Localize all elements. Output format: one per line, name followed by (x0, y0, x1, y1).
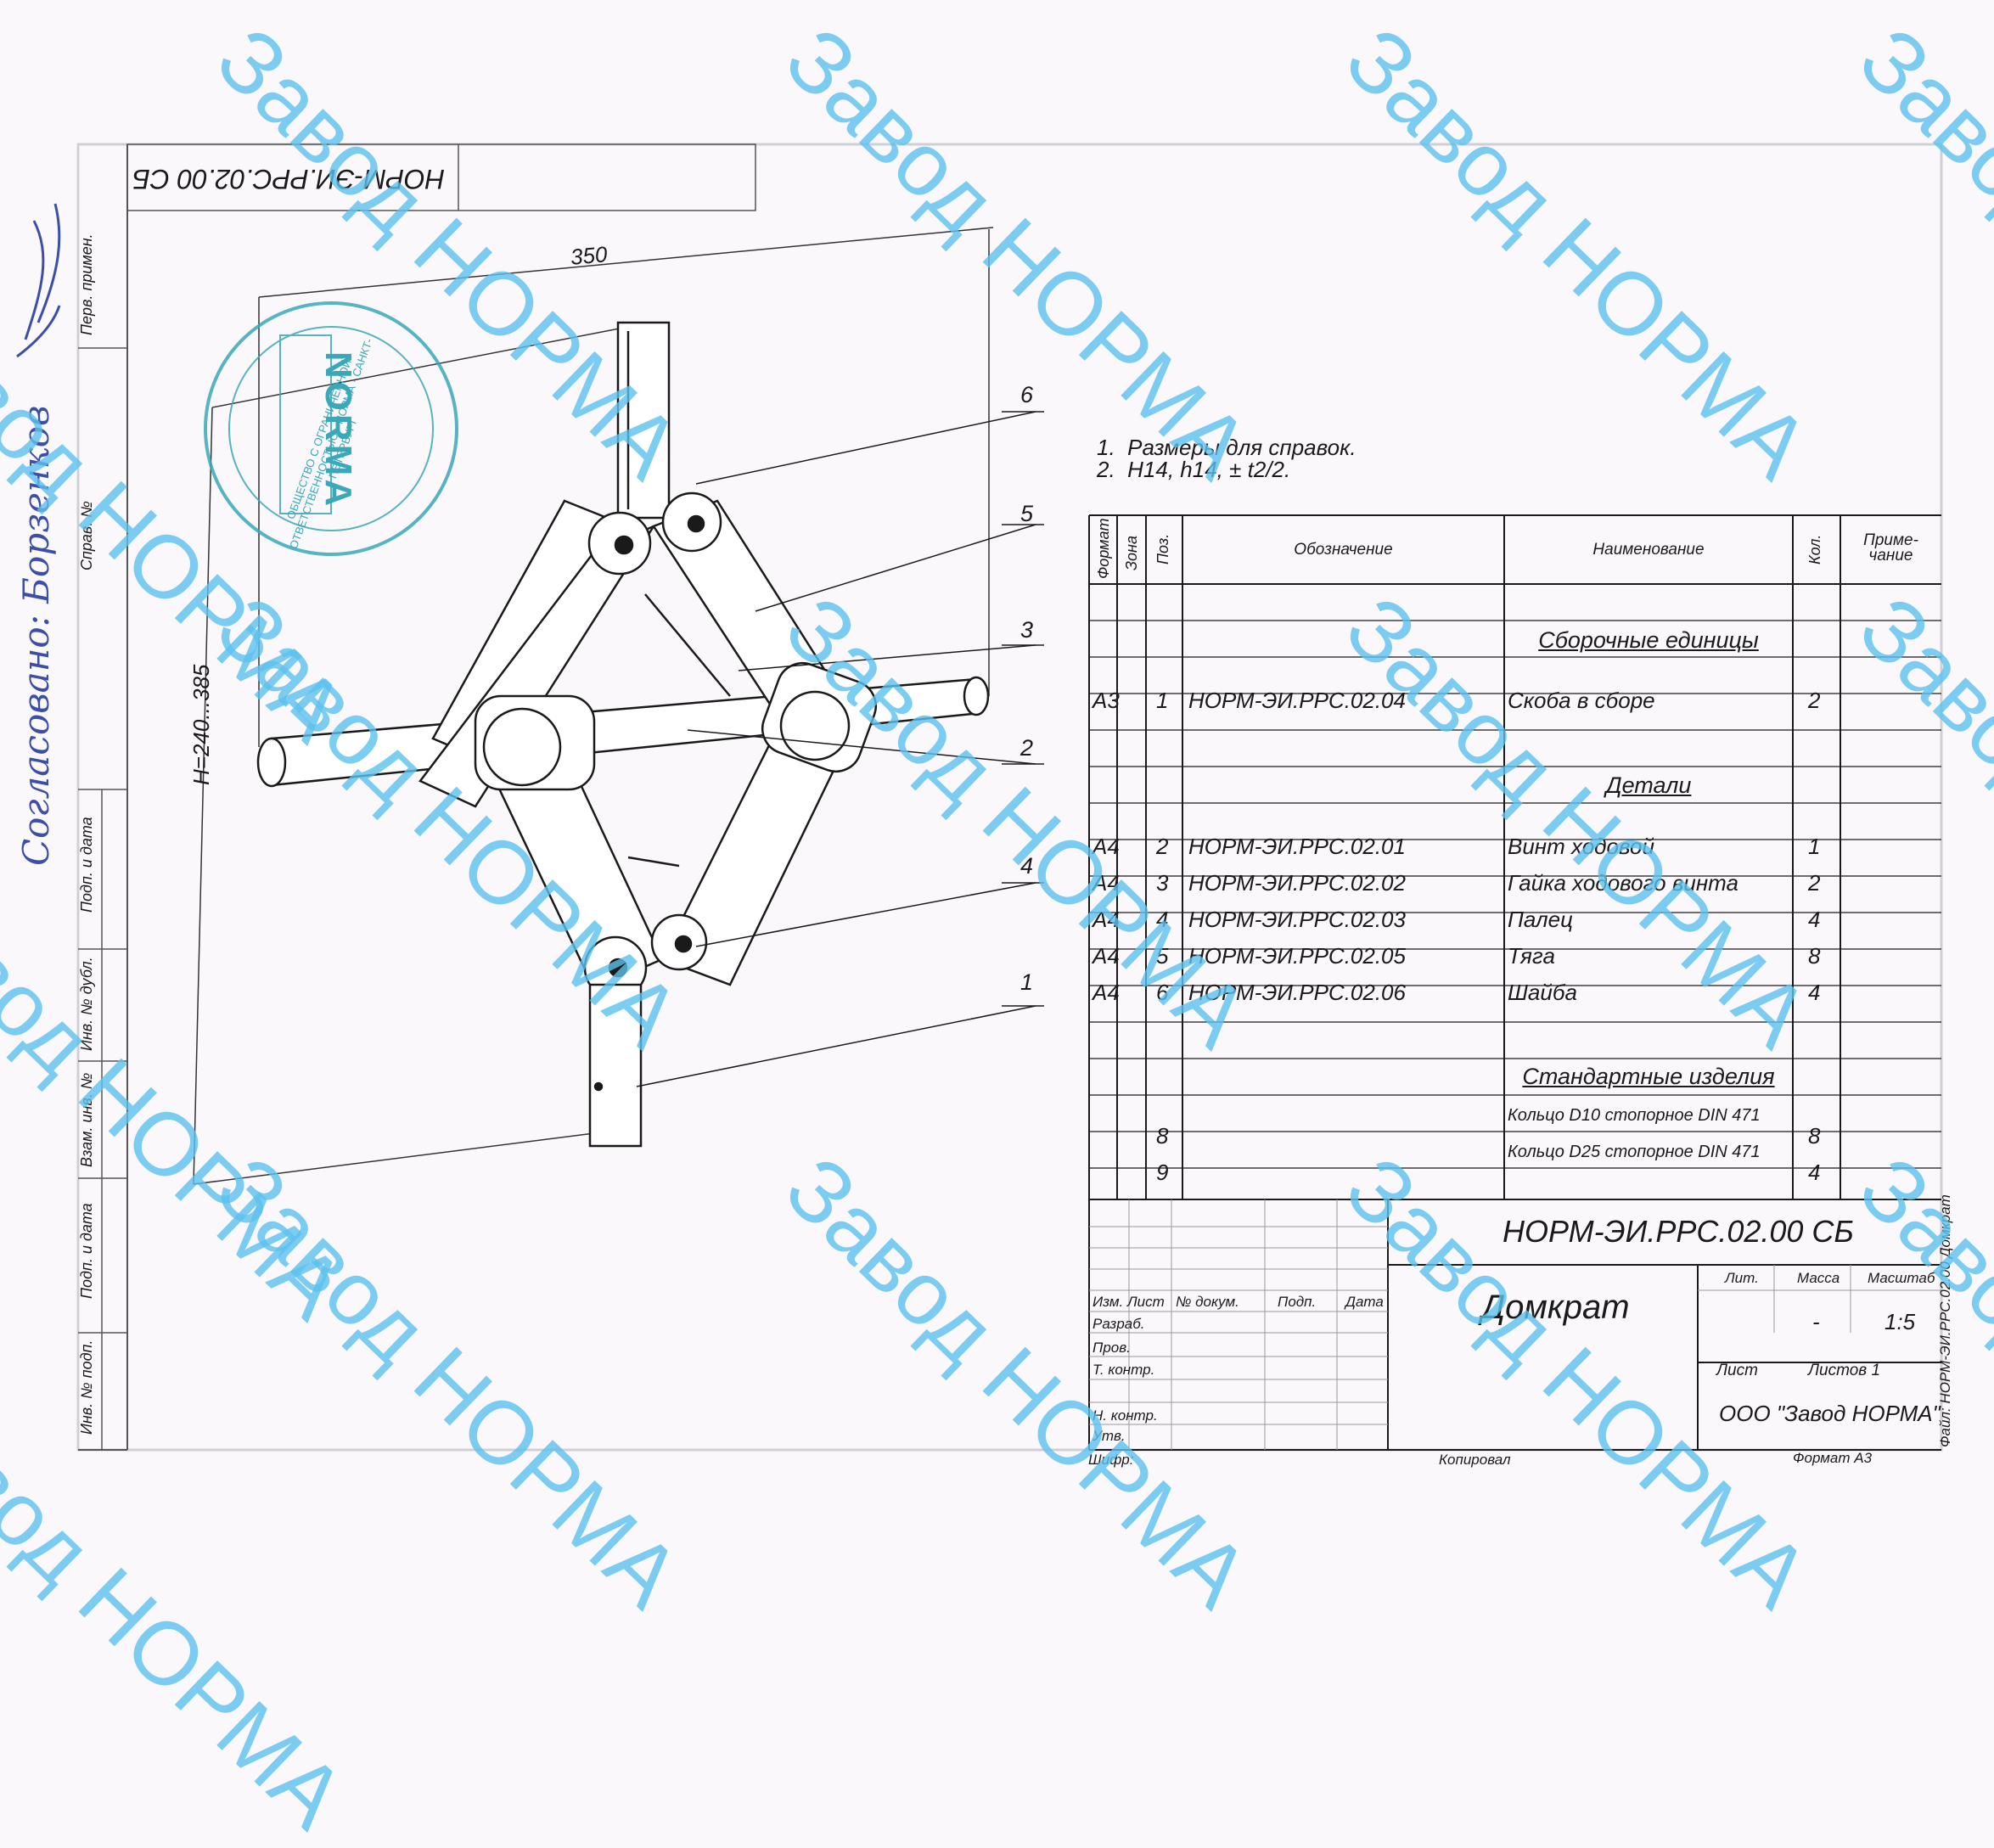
spec-cell-format: A4 (1092, 943, 1120, 969)
section-parts: Детали (1605, 772, 1692, 798)
tb-role-shifr: Шифр: (1088, 1452, 1134, 1468)
hdr-designation: Обозначение (1294, 541, 1393, 559)
tb-col-sign: Подп. (1278, 1294, 1317, 1310)
spec-cell-qty: 1 (1808, 834, 1821, 859)
section-standard: Стандартные изделия (1522, 1064, 1775, 1089)
hdr-format: Формат (1095, 518, 1112, 579)
spec-cell-name: Кольцо D10 стопорное DIN 471 (1508, 1106, 1761, 1125)
spec-cell-designation: НОРМ-ЭИ.РРС.02.04 (1188, 688, 1406, 713)
margin-perv-primen: Перв. примен. (78, 233, 95, 335)
section-assemblies: Сборочные единицы (1538, 627, 1759, 653)
tb-title: Домкрат (1481, 1289, 1630, 1326)
signature-text: Согласовано: Борзенков (15, 405, 57, 866)
tb-format: Формат А3 (1793, 1450, 1873, 1466)
stamp-logo: NORMA (317, 351, 360, 510)
tb-col-list: Лист (1127, 1294, 1165, 1310)
tb-copied: Копировал (1439, 1452, 1511, 1468)
spec-cell-qty: 8 (1808, 943, 1821, 969)
spec-cell-pos: 3 (1156, 870, 1169, 896)
hdr-qty: Кол. (1806, 534, 1823, 565)
hdr-name: Наименование (1592, 541, 1705, 559)
dimension-height: H=240...385 (188, 664, 214, 785)
org-stamp (204, 301, 458, 556)
spec-cell-designation: НОРМ-ЭИ.РРС.02.01 (1188, 834, 1406, 859)
note-1: 1. Размеры для справок. (1097, 435, 1356, 460)
spec-cell-name: Шайба (1508, 980, 1577, 1005)
margin-podp-data-1: Подп. и дата (78, 817, 95, 913)
tb-role-prov: Пров. (1092, 1340, 1131, 1356)
spec-cell-designation: НОРМ-ЭИ.РРС.02.06 (1188, 980, 1406, 1005)
tb-sheet: Лист (1716, 1362, 1758, 1379)
spec-cell-pos: 5 (1156, 943, 1169, 969)
tb-mass-value: - (1812, 1309, 1820, 1334)
spec-cell-pos: 1 (1156, 688, 1169, 713)
tb-col-date: Дата (1345, 1294, 1384, 1310)
tb-col-izm: Изм. (1092, 1294, 1124, 1310)
spec-cell-format: A4 (1092, 834, 1120, 859)
spec-cell-name: Палец (1508, 907, 1573, 932)
margin-vzam-inv: Взам. инв. № (78, 1072, 95, 1167)
callout-4: 4 (1020, 853, 1034, 879)
tb-scale: Масштаб (1868, 1270, 1935, 1286)
spec-cell-format: A3 (1092, 688, 1120, 713)
callout-5: 5 (1020, 501, 1034, 526)
tb-mass: Масса (1797, 1270, 1840, 1286)
hdr-note: Приме- чание (1863, 531, 1918, 565)
spec-cell-qty: 4 (1808, 980, 1821, 1005)
spec-cell-format: A4 (1092, 907, 1120, 932)
margin-sprav: Справ. № (78, 501, 95, 570)
spec-cell-name: Кольцо D25 стопорное DIN 471 (1508, 1143, 1761, 1161)
signature-mark (16, 203, 61, 358)
tb-role-nkontr: Н. контр. (1092, 1407, 1158, 1424)
callout-6: 6 (1020, 382, 1034, 407)
tb-file: Файл: НОРМ-ЭИ.РРС.02.00 Домкрат (1937, 1194, 1953, 1447)
spec-cell-qty: 8 (1808, 1123, 1821, 1149)
spec-cell-qty: 4 (1808, 1160, 1821, 1185)
margin-inv-dubl: Инв. № дубл. (78, 957, 95, 1051)
spec-cell-name: Скоба в сборе (1508, 688, 1655, 713)
hdr-pos: Поз. (1154, 533, 1171, 565)
spec-cell-format: A4 (1092, 980, 1120, 1005)
spec-cell-qty: 2 (1808, 870, 1821, 896)
drawing-code-rotated: НОРМ-ЭИ.РРС.02.00 СБ (132, 164, 445, 194)
spec-cell-format: A4 (1092, 870, 1120, 896)
spec-cell-qty: 2 (1808, 688, 1821, 713)
tb-sheets: Листов 1 (1808, 1362, 1881, 1379)
spec-cell-designation: НОРМ-ЭИ.РРС.02.03 (1188, 907, 1406, 932)
spec-cell-name: Тяга (1508, 943, 1555, 969)
spec-cell-designation: НОРМ-ЭИ.РРС.02.05 (1188, 943, 1406, 969)
spec-cell-name: Винт ходовой (1508, 834, 1654, 859)
tb-role-utv: Утв. (1092, 1428, 1126, 1444)
callout-3: 3 (1020, 617, 1034, 643)
dimension-width: 350 (569, 241, 609, 270)
spec-cell-name: Гайка ходового винта (1508, 870, 1738, 896)
tb-org: ООО "Завод НОРМА" (1719, 1401, 1941, 1426)
spec-cell-pos: 6 (1156, 980, 1169, 1005)
spec-cell-pos: 4 (1156, 907, 1169, 932)
spec-cell-pos: 8 (1156, 1123, 1169, 1149)
note-2: 2. H14, h14, ± t2/2. (1097, 457, 1291, 482)
tb-role-tkontr: Т. контр. (1092, 1362, 1155, 1378)
spec-cell-pos: 9 (1156, 1160, 1169, 1185)
hdr-zone: Зона (1123, 536, 1140, 570)
tb-code: НОРМ-ЭИ.РРС.02.00 СБ (1503, 1214, 1854, 1249)
margin-podp-data-2: Подп. и дата (78, 1203, 95, 1299)
spec-cell-qty: 4 (1808, 907, 1821, 932)
tb-scale-value: 1:5 (1884, 1309, 1916, 1334)
tb-role-razrab: Разраб. (1092, 1316, 1145, 1332)
callout-1: 1 (1020, 969, 1034, 995)
drawing-sheet (16, 143, 1943, 1452)
tb-col-doc: № докум. (1176, 1294, 1239, 1310)
spec-cell-pos: 2 (1156, 834, 1169, 859)
spec-cell-designation: НОРМ-ЭИ.РРС.02.02 (1188, 870, 1406, 896)
callout-2: 2 (1020, 735, 1034, 761)
tb-lit: Лит. (1725, 1270, 1759, 1286)
margin-inv-podp: Инв. № подп. (78, 1340, 95, 1435)
